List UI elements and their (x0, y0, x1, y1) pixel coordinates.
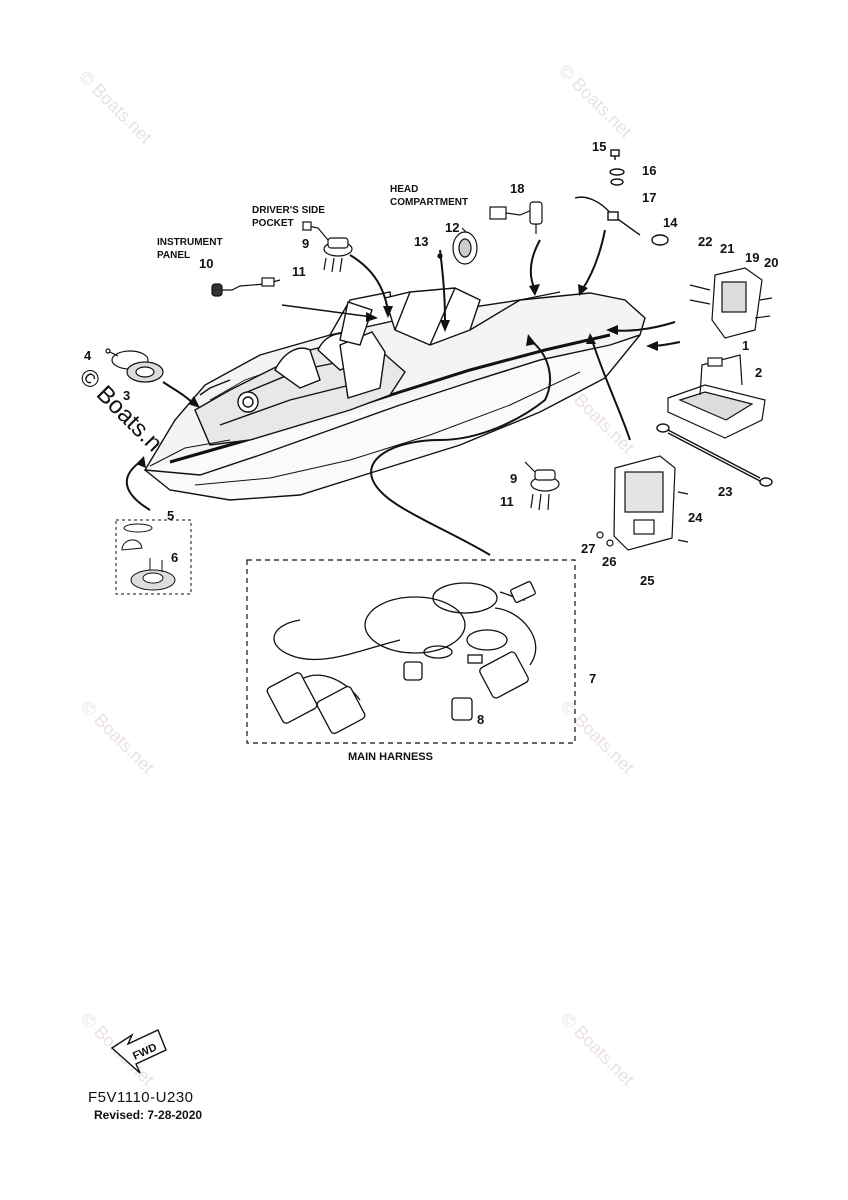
relay-bracket-19 (689, 267, 773, 339)
caption-instrument-panel-1: INSTRUMENT (157, 237, 223, 248)
cable-14 (574, 149, 669, 246)
watermark: © Boats.net (75, 67, 156, 148)
callout-1: 1 (742, 338, 749, 353)
callout-10: 10 (199, 256, 213, 271)
callout-13: 13 (414, 234, 428, 249)
callout-7: 7 (589, 671, 596, 686)
watermark: © Boats.net (77, 697, 158, 778)
callout-11: 11 (292, 264, 306, 279)
callout-12: 12 (445, 220, 459, 235)
callout-5: 5 (167, 508, 174, 523)
callout-numbers: 1 2 3 4 5 6 7 8 9 9 10 11 11 12 13 14 15… (84, 139, 778, 727)
callout-18: 18 (510, 181, 524, 196)
caption-head-compartment-2: COMPARTMENT (390, 197, 468, 208)
callout-4: 4 (84, 348, 92, 363)
drivers-pocket-light-bottom (524, 461, 560, 511)
callout-25: 25 (640, 573, 654, 588)
control-module-24 (596, 455, 689, 551)
callout-27: 27 (581, 541, 595, 556)
callout-9b: 9 (510, 471, 517, 486)
fwd-arrow: FWD (110, 1029, 167, 1074)
caption-head-compartment-1: HEAD (390, 184, 418, 195)
bow-light-housing (105, 348, 164, 383)
watermark: © Boats.net (557, 697, 638, 778)
callout-23: 23 (718, 484, 732, 499)
callout-3: 3 (123, 388, 130, 403)
callout-24: 24 (688, 510, 703, 525)
callout-8: 8 (477, 712, 484, 727)
main-harness-box (246, 559, 576, 744)
callout-6: 6 (171, 550, 178, 565)
drivers-pocket-light-top (302, 221, 353, 273)
callout-14: 14 (663, 215, 678, 230)
callout-20: 20 (764, 255, 778, 270)
watermark: © Boats.net (555, 61, 636, 142)
battery-cable-23 (656, 423, 773, 487)
caption-instrument-panel-2: PANEL (157, 250, 190, 261)
captions: INSTRUMENT PANEL DRIVER'S SIDE POCKET HE… (157, 184, 468, 763)
head-compartment-speaker (437, 227, 478, 265)
sensor-18 (489, 201, 543, 234)
instrument-panel-plug (211, 277, 281, 297)
caption-drivers-pocket-1: DRIVER'S SIDE (252, 205, 325, 216)
callout-16: 16 (642, 163, 656, 178)
revised-date: Revised: 7-28-2020 (94, 1108, 203, 1122)
caption-main-harness: MAIN HARNESS (348, 751, 433, 763)
callout-2: 2 (755, 365, 762, 380)
callout-21: 21 (720, 241, 734, 256)
battery-box (667, 354, 766, 439)
callout-19: 19 (745, 250, 759, 265)
caption-drivers-pocket-2: POCKET (252, 218, 294, 229)
callout-11b: 11 (500, 494, 514, 509)
callout-15: 15 (592, 139, 606, 154)
watermark: © Boats.net (557, 1009, 638, 1090)
boat-hull (143, 287, 646, 501)
arrow-heads (136, 284, 658, 468)
diagram-code: F5V1110-U230 (88, 1089, 194, 1106)
callout-26: 26 (602, 554, 616, 569)
bow-light-detail-box (115, 519, 192, 595)
callout-9: 9 (302, 236, 309, 251)
callout-17: 17 (642, 190, 656, 205)
callout-22: 22 (698, 234, 712, 249)
